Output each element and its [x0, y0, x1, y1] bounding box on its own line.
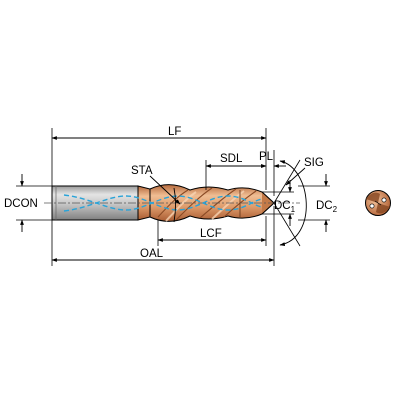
- flute-groove-1: [157, 189, 189, 218]
- coolant-channel-2: [63, 195, 263, 212]
- lf-label: LF: [168, 126, 181, 138]
- pl-dimension: PL: [258, 150, 286, 196]
- oal-dimension: OAL: [51, 206, 275, 266]
- dc2-label: DC2: [316, 200, 338, 214]
- dc2-dimension: DC2: [298, 174, 338, 232]
- flute-groove-2: [175, 187, 213, 221]
- sig-label: SIG: [304, 157, 324, 169]
- dcon-dimension: DCON: [4, 174, 52, 232]
- end-view-chisel-edge: [374, 200, 382, 206]
- drill-body: [51, 184, 275, 222]
- end-view-coolant-hole-2: [381, 197, 387, 203]
- coolant-channels: [63, 194, 263, 212]
- dc1-dimension: DC1: [262, 180, 296, 226]
- flute-highlight-1: [165, 191, 197, 222]
- drill-end-view: [365, 190, 391, 216]
- dcon-label: DCON: [4, 198, 38, 210]
- drill-shank: [51, 185, 139, 221]
- sdl-dimension: SDL: [205, 153, 267, 190]
- flute-groove-3: [199, 188, 237, 219]
- end-view-flute-1: [366, 192, 380, 203]
- flute-groove-4: [223, 190, 257, 218]
- sta-leader: STA: [131, 165, 181, 223]
- lf-dimension: LF: [51, 126, 267, 190]
- oal-label: OAL: [140, 248, 164, 260]
- flute-highlight-2: [211, 190, 245, 220]
- sta-label: STA: [131, 165, 153, 177]
- coolant-channel-1: [63, 194, 263, 211]
- end-view-flute-2: [376, 203, 390, 214]
- end-view-coolant-hole-1: [369, 203, 375, 209]
- lcf-dimension: LCF: [157, 216, 267, 246]
- sdl-label: SDL: [220, 153, 243, 165]
- lcf-label: LCF: [200, 228, 222, 240]
- dc1-label: DC1: [274, 200, 296, 214]
- pl-label: PL: [259, 151, 274, 163]
- sig-dimension: SIG: [273, 157, 324, 247]
